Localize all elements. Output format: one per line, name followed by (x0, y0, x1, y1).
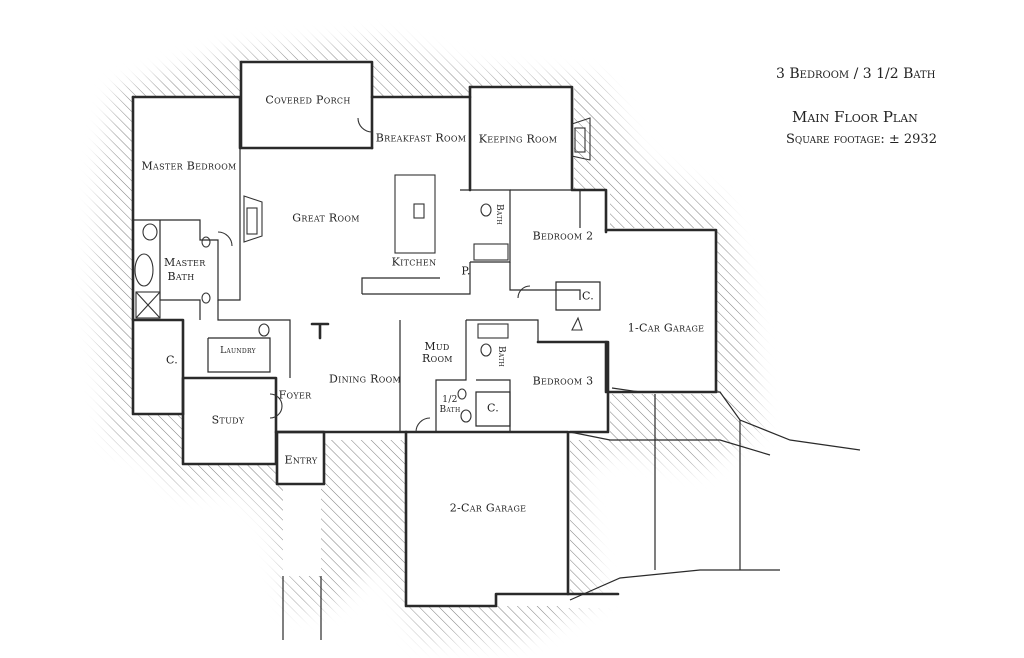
fireplace-great-room (243, 195, 263, 243)
label-master-bedroom: Master Bedroom (141, 159, 237, 173)
column-marker (310, 322, 330, 340)
bed-bath-count: 3 Bedroom / 3 1/2 Bath (776, 66, 936, 82)
label-great-room: Great Room (292, 211, 360, 225)
interior-walls (133, 148, 601, 432)
label-dining-room: Dining Room (329, 372, 401, 386)
label-pantry: P. (461, 264, 471, 278)
bath-fixtures (134, 203, 509, 423)
label-laundry: Laundry (220, 346, 256, 356)
label-bedroom-2: Bedroom 2 (532, 229, 594, 243)
square-footage: Square footage: ± 2932 (786, 132, 937, 147)
island-sink (413, 203, 425, 219)
label-bedroom-3: Bedroom 3 (532, 374, 594, 388)
label-mud-room: Mud Room (422, 340, 453, 365)
label-study: Study (211, 413, 245, 427)
fireplace-keeping-room (571, 117, 591, 161)
kitchen-island (394, 174, 436, 254)
label-kitchen: Kitchen (391, 255, 437, 269)
label-bath-upper: Bath (494, 204, 504, 226)
label-covered-porch: Covered Porch (265, 93, 351, 107)
exterior-walls (131, 60, 718, 608)
label-breakfast-room: Breakfast Room (375, 131, 467, 145)
label-2-car-garage: 2-Car Garage (449, 501, 527, 515)
building-footprint (133, 60, 716, 608)
label-master-closet: C. (165, 353, 179, 367)
label-bath-lower: Bath (496, 346, 506, 368)
label-closet-bedroom-2: C. (581, 289, 595, 303)
label-closet-bedroom-3: C. (486, 401, 500, 415)
label-master-bath: Master Bath (164, 256, 206, 283)
label-foyer: Foyer (278, 388, 312, 402)
label-half-bath: 1/2 Bath (439, 395, 461, 415)
label-entry: Entry (284, 453, 318, 467)
door-swings (217, 117, 583, 433)
plan-title: Main Floor Plan (792, 108, 918, 126)
label-1-car-garage: 1-Car Garage (627, 321, 705, 335)
label-keeping-room: Keeping Room (478, 132, 558, 146)
